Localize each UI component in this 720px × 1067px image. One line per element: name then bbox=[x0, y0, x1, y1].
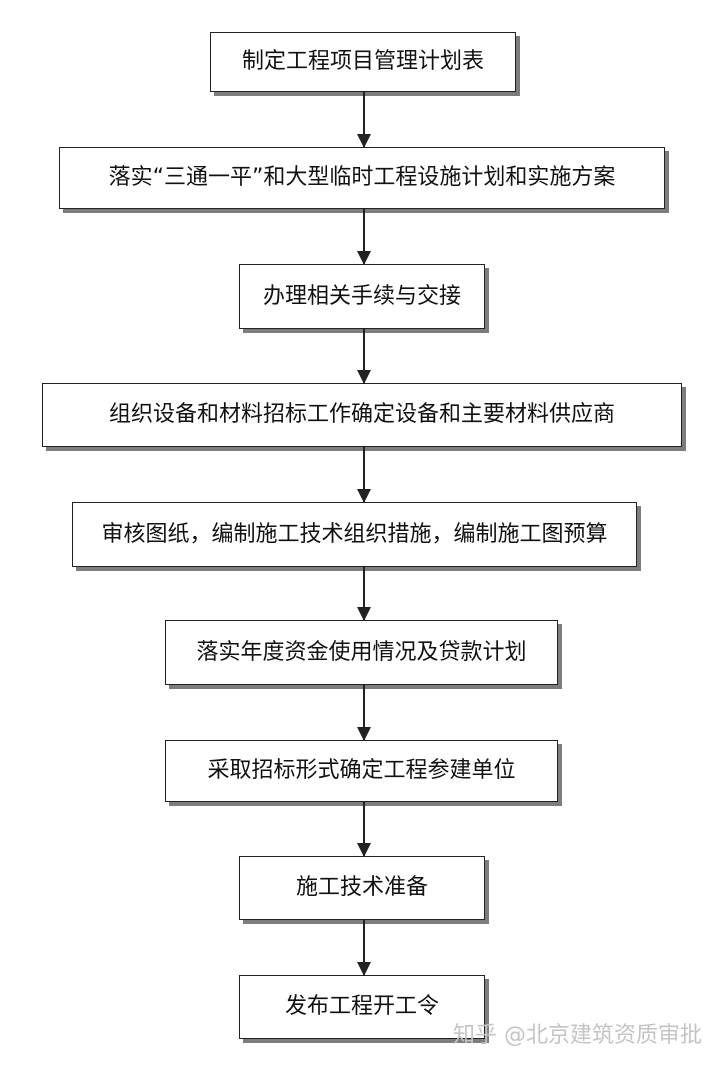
step-1-box: 制定工程项目管理计划表 bbox=[210, 32, 516, 92]
arrow-1-2 bbox=[357, 92, 371, 148]
step-4-box: 组织设备和材料招标工作确定设备和主要材料供应商 bbox=[42, 383, 682, 447]
arrow-7-8 bbox=[357, 802, 371, 857]
step-3-label: 办理相关手续与交接 bbox=[262, 283, 461, 309]
step-8-label: 施工技术准备 bbox=[295, 875, 428, 900]
step-2-label: 落实“三通一平”和大型临时工程设施计划和实施方案 bbox=[108, 165, 616, 190]
step-7-label: 采取招标形式确定工程参建单位 bbox=[207, 758, 516, 783]
step-5-box: 审核图纸，编制施工技术组织措施，编制施工图预算 bbox=[72, 502, 637, 567]
step-6-box: 落实年度资金使用情况及贷款计划 bbox=[165, 620, 558, 685]
step-6-label: 落实年度资金使用情况及贷款计划 bbox=[196, 639, 527, 665]
arrow-5-6 bbox=[357, 567, 371, 621]
arrow-2-3 bbox=[357, 209, 371, 265]
step-8-box: 施工技术准备 bbox=[239, 856, 485, 920]
arrow-3-4 bbox=[357, 329, 371, 384]
step-2-box: 落实“三通一平”和大型临时工程设施计划和实施方案 bbox=[59, 147, 665, 209]
watermark: 知乎 @北京建筑资质审批 bbox=[453, 1023, 702, 1048]
step-1-label: 制定工程项目管理计划表 bbox=[241, 49, 484, 74]
step-3-box: 办理相关手续与交接 bbox=[239, 264, 485, 329]
step-4-label: 组织设备和材料招标工作确定设备和主要材料供应商 bbox=[108, 402, 615, 427]
arrow-8-9 bbox=[357, 920, 371, 976]
step-7-box: 采取招标形式确定工程参建单位 bbox=[165, 740, 558, 802]
step-9-box: 发布工程开工令 bbox=[239, 975, 485, 1039]
step-9-label: 发布工程开工令 bbox=[284, 994, 439, 1019]
arrow-6-7 bbox=[357, 685, 371, 741]
step-5-label: 审核图纸，编制施工技术组织措施，编制施工图预算 bbox=[101, 521, 608, 547]
arrow-4-5 bbox=[357, 447, 371, 503]
